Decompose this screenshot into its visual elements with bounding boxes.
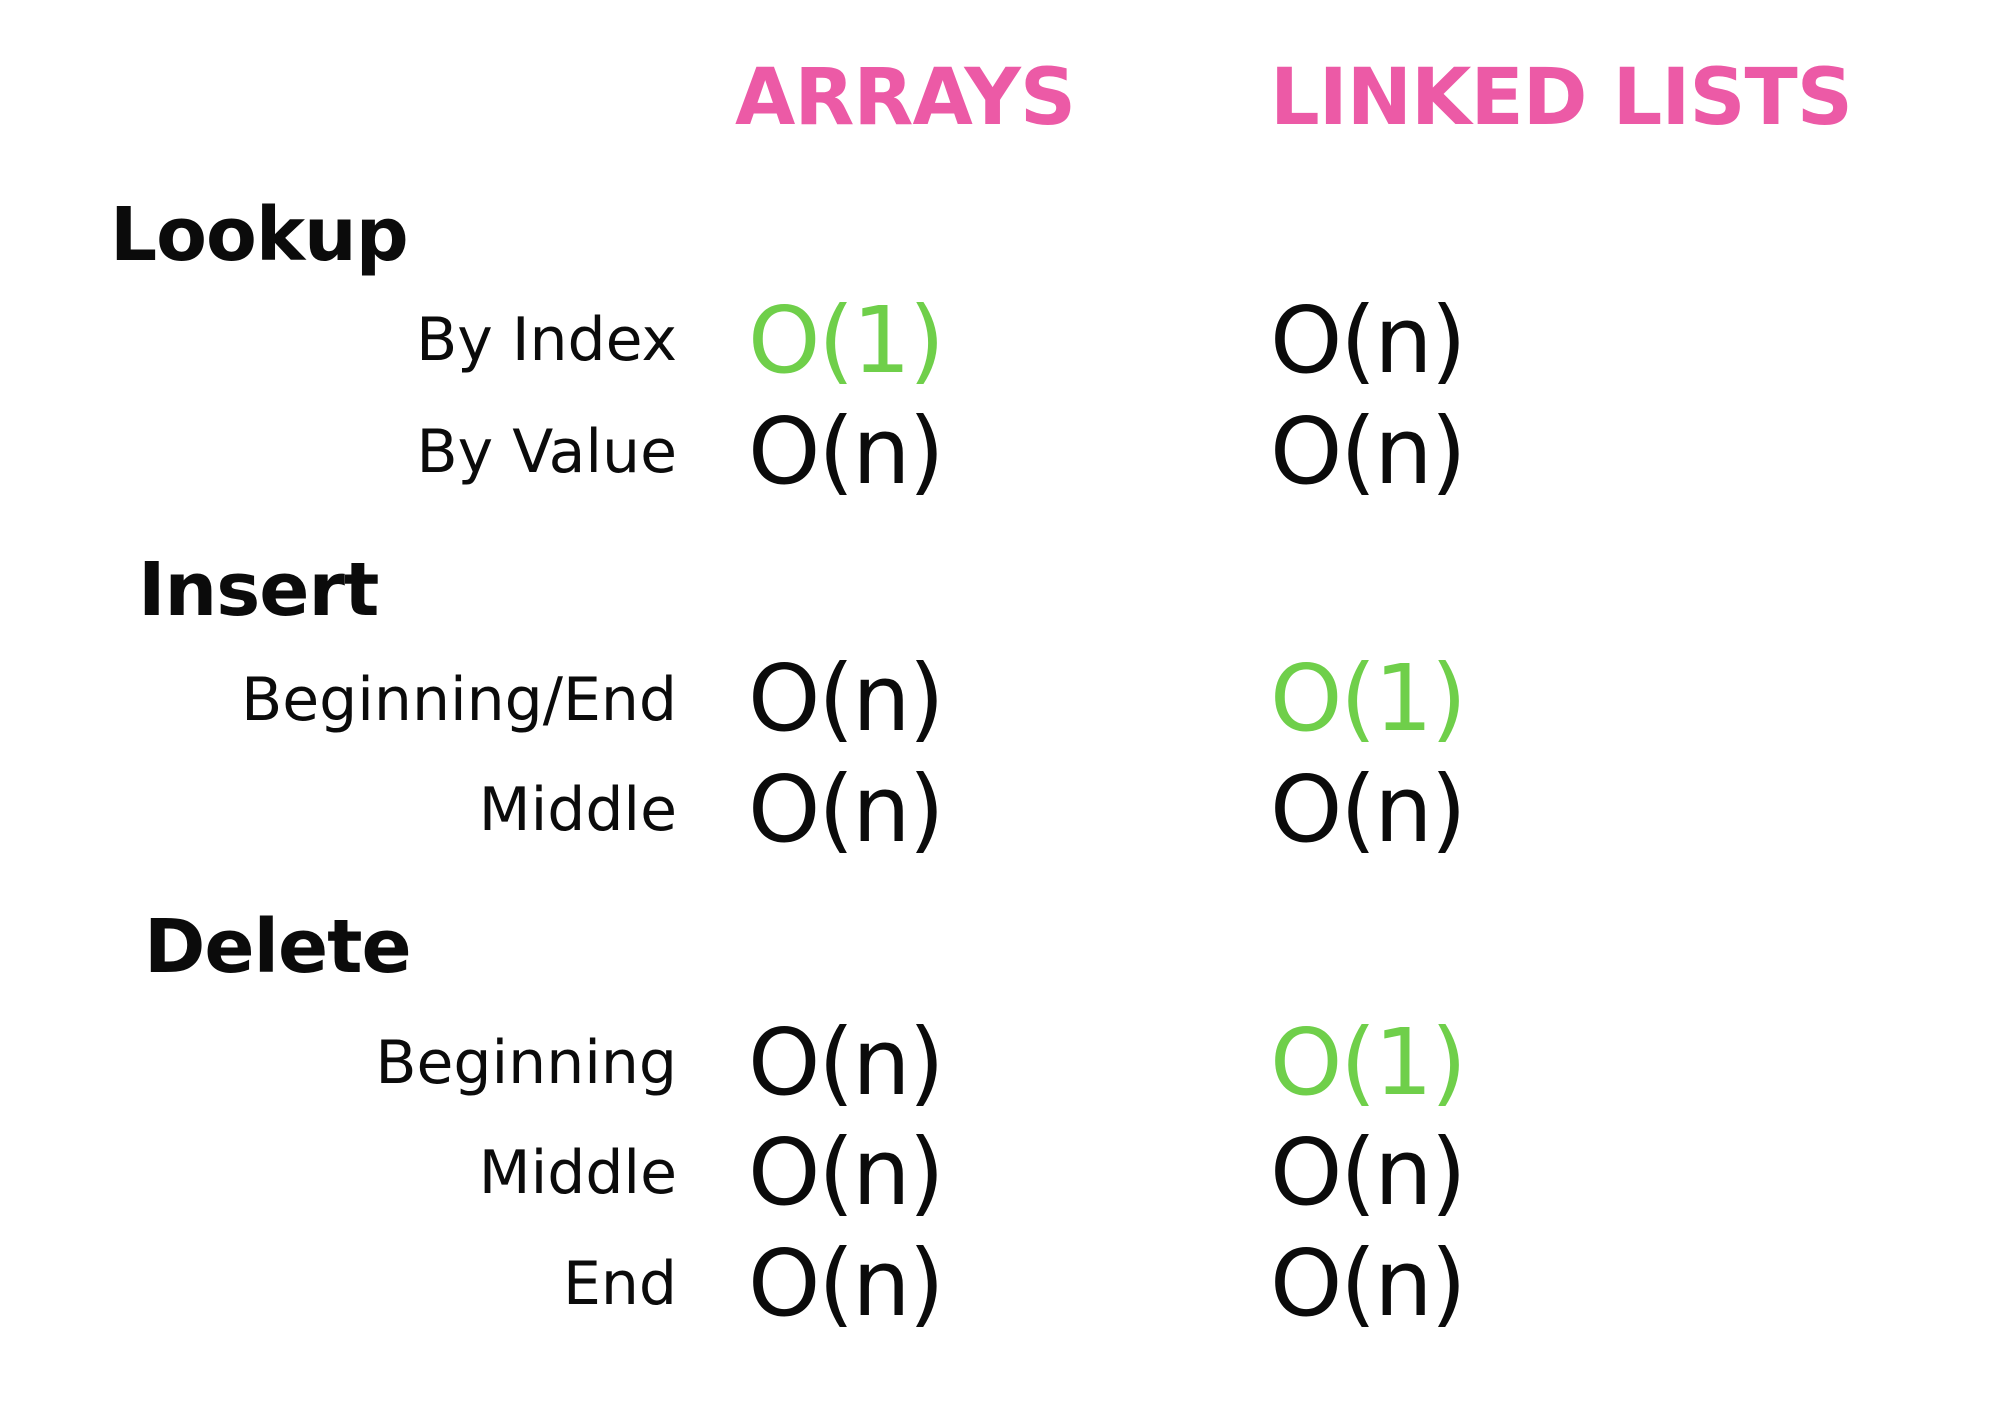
cell-arrays-lookup-by-value: O(n): [748, 398, 945, 505]
cell-linked-lists-delete-beginning: O(1): [1270, 1009, 1467, 1116]
cell-arrays-delete-beginning: O(n): [748, 1009, 945, 1116]
cell-arrays-insert-middle: O(n): [748, 756, 945, 863]
row-label-insert-beginning-end: Beginning/End: [241, 665, 677, 735]
cell-linked-lists-lookup-by-value: O(n): [1270, 398, 1467, 505]
cell-arrays-insert-beginning-end: O(n): [748, 645, 945, 752]
cell-arrays-delete-end: O(n): [748, 1230, 945, 1337]
cell-linked-lists-insert-beginning-end: O(1): [1270, 645, 1467, 752]
row-label-delete-end: End: [562, 1249, 677, 1319]
cell-arrays-delete-middle: O(n): [748, 1119, 945, 1226]
section-title-delete: Delete: [144, 904, 412, 990]
cell-linked-lists-delete-middle: O(n): [1270, 1119, 1467, 1226]
row-label-lookup-by-value: By Value: [416, 417, 677, 487]
linked-lists-column-header: LINKED LISTS: [1270, 53, 1853, 143]
cell-linked-lists-insert-middle: O(n): [1270, 756, 1467, 863]
cell-linked-lists-delete-end: O(n): [1270, 1230, 1467, 1337]
row-label-insert-middle: Middle: [478, 775, 677, 845]
section-title-insert: Insert: [138, 547, 379, 633]
row-label-delete-middle: Middle: [478, 1138, 677, 1208]
arrays-column-header: ARRAYS: [735, 53, 1076, 143]
cell-linked-lists-lookup-by-index: O(n): [1270, 287, 1467, 394]
row-label-lookup-by-index: By Index: [416, 305, 677, 375]
cell-arrays-lookup-by-index: O(1): [748, 287, 945, 394]
section-title-lookup: Lookup: [110, 192, 409, 278]
row-label-delete-beginning: Beginning: [375, 1028, 677, 1098]
